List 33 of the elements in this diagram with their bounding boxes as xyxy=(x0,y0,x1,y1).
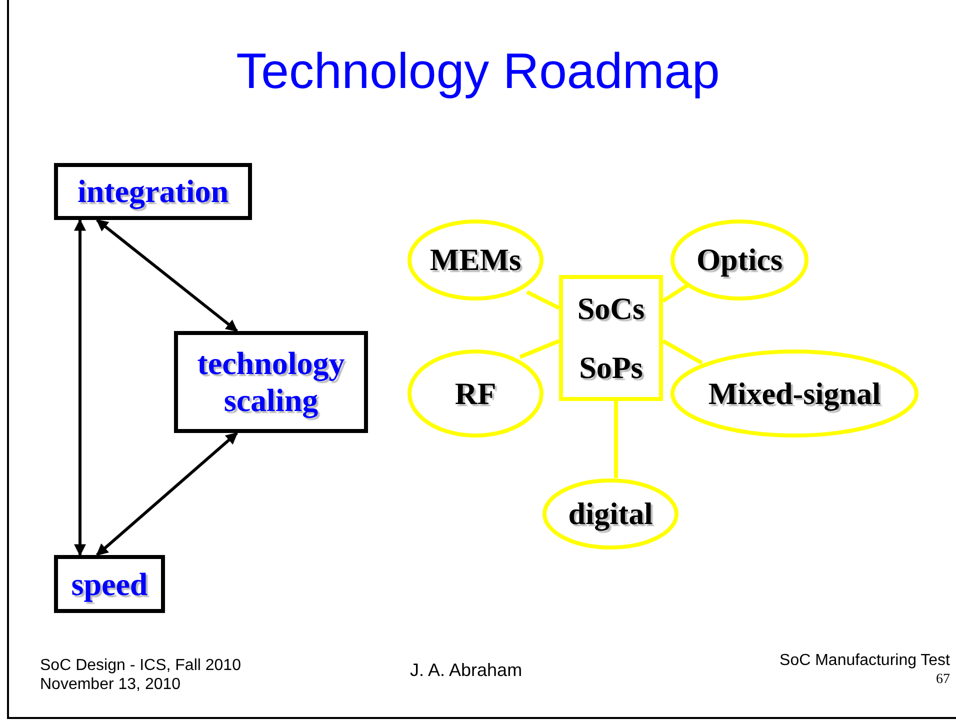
node-label: SoCs xyxy=(577,290,645,326)
node-label: integration xyxy=(77,173,229,210)
double-arrow xyxy=(74,218,86,556)
double-arrow xyxy=(96,218,238,332)
node-label: SoPs xyxy=(579,350,643,386)
text-box xyxy=(54,163,252,220)
ellipse-node xyxy=(407,349,544,438)
ellipse-node xyxy=(542,478,679,550)
node-label: Optics xyxy=(696,242,783,278)
node-label: RF xyxy=(454,376,496,412)
footer-text: 67 xyxy=(936,672,950,688)
ellipse-node xyxy=(670,219,809,301)
node-label: digital xyxy=(568,496,653,532)
connector-line xyxy=(526,290,560,310)
slide-title: Technology Roadmap xyxy=(235,42,721,100)
connector-line xyxy=(614,401,618,478)
node-label: Mixed-signal xyxy=(708,376,881,412)
connector-line xyxy=(662,283,690,303)
footer-text: SoC Design - ICS, Fall 2010 xyxy=(40,657,241,675)
node-label: MEMs xyxy=(430,242,522,278)
node-label: speed xyxy=(71,566,148,602)
ellipse-node xyxy=(670,349,919,438)
ellipse-node xyxy=(407,219,544,301)
footer-text: SoC Manufacturing Test xyxy=(780,652,950,670)
node-label: technology scaling xyxy=(196,345,346,419)
double-arrow xyxy=(96,432,238,556)
footer-text: J. A. Abraham xyxy=(410,660,522,681)
text-box xyxy=(174,331,368,433)
text-box xyxy=(559,275,663,401)
text-box xyxy=(54,555,165,613)
footer-text: November 13, 2010 xyxy=(40,676,181,694)
connector-line xyxy=(662,339,703,365)
connector-line xyxy=(519,339,560,359)
